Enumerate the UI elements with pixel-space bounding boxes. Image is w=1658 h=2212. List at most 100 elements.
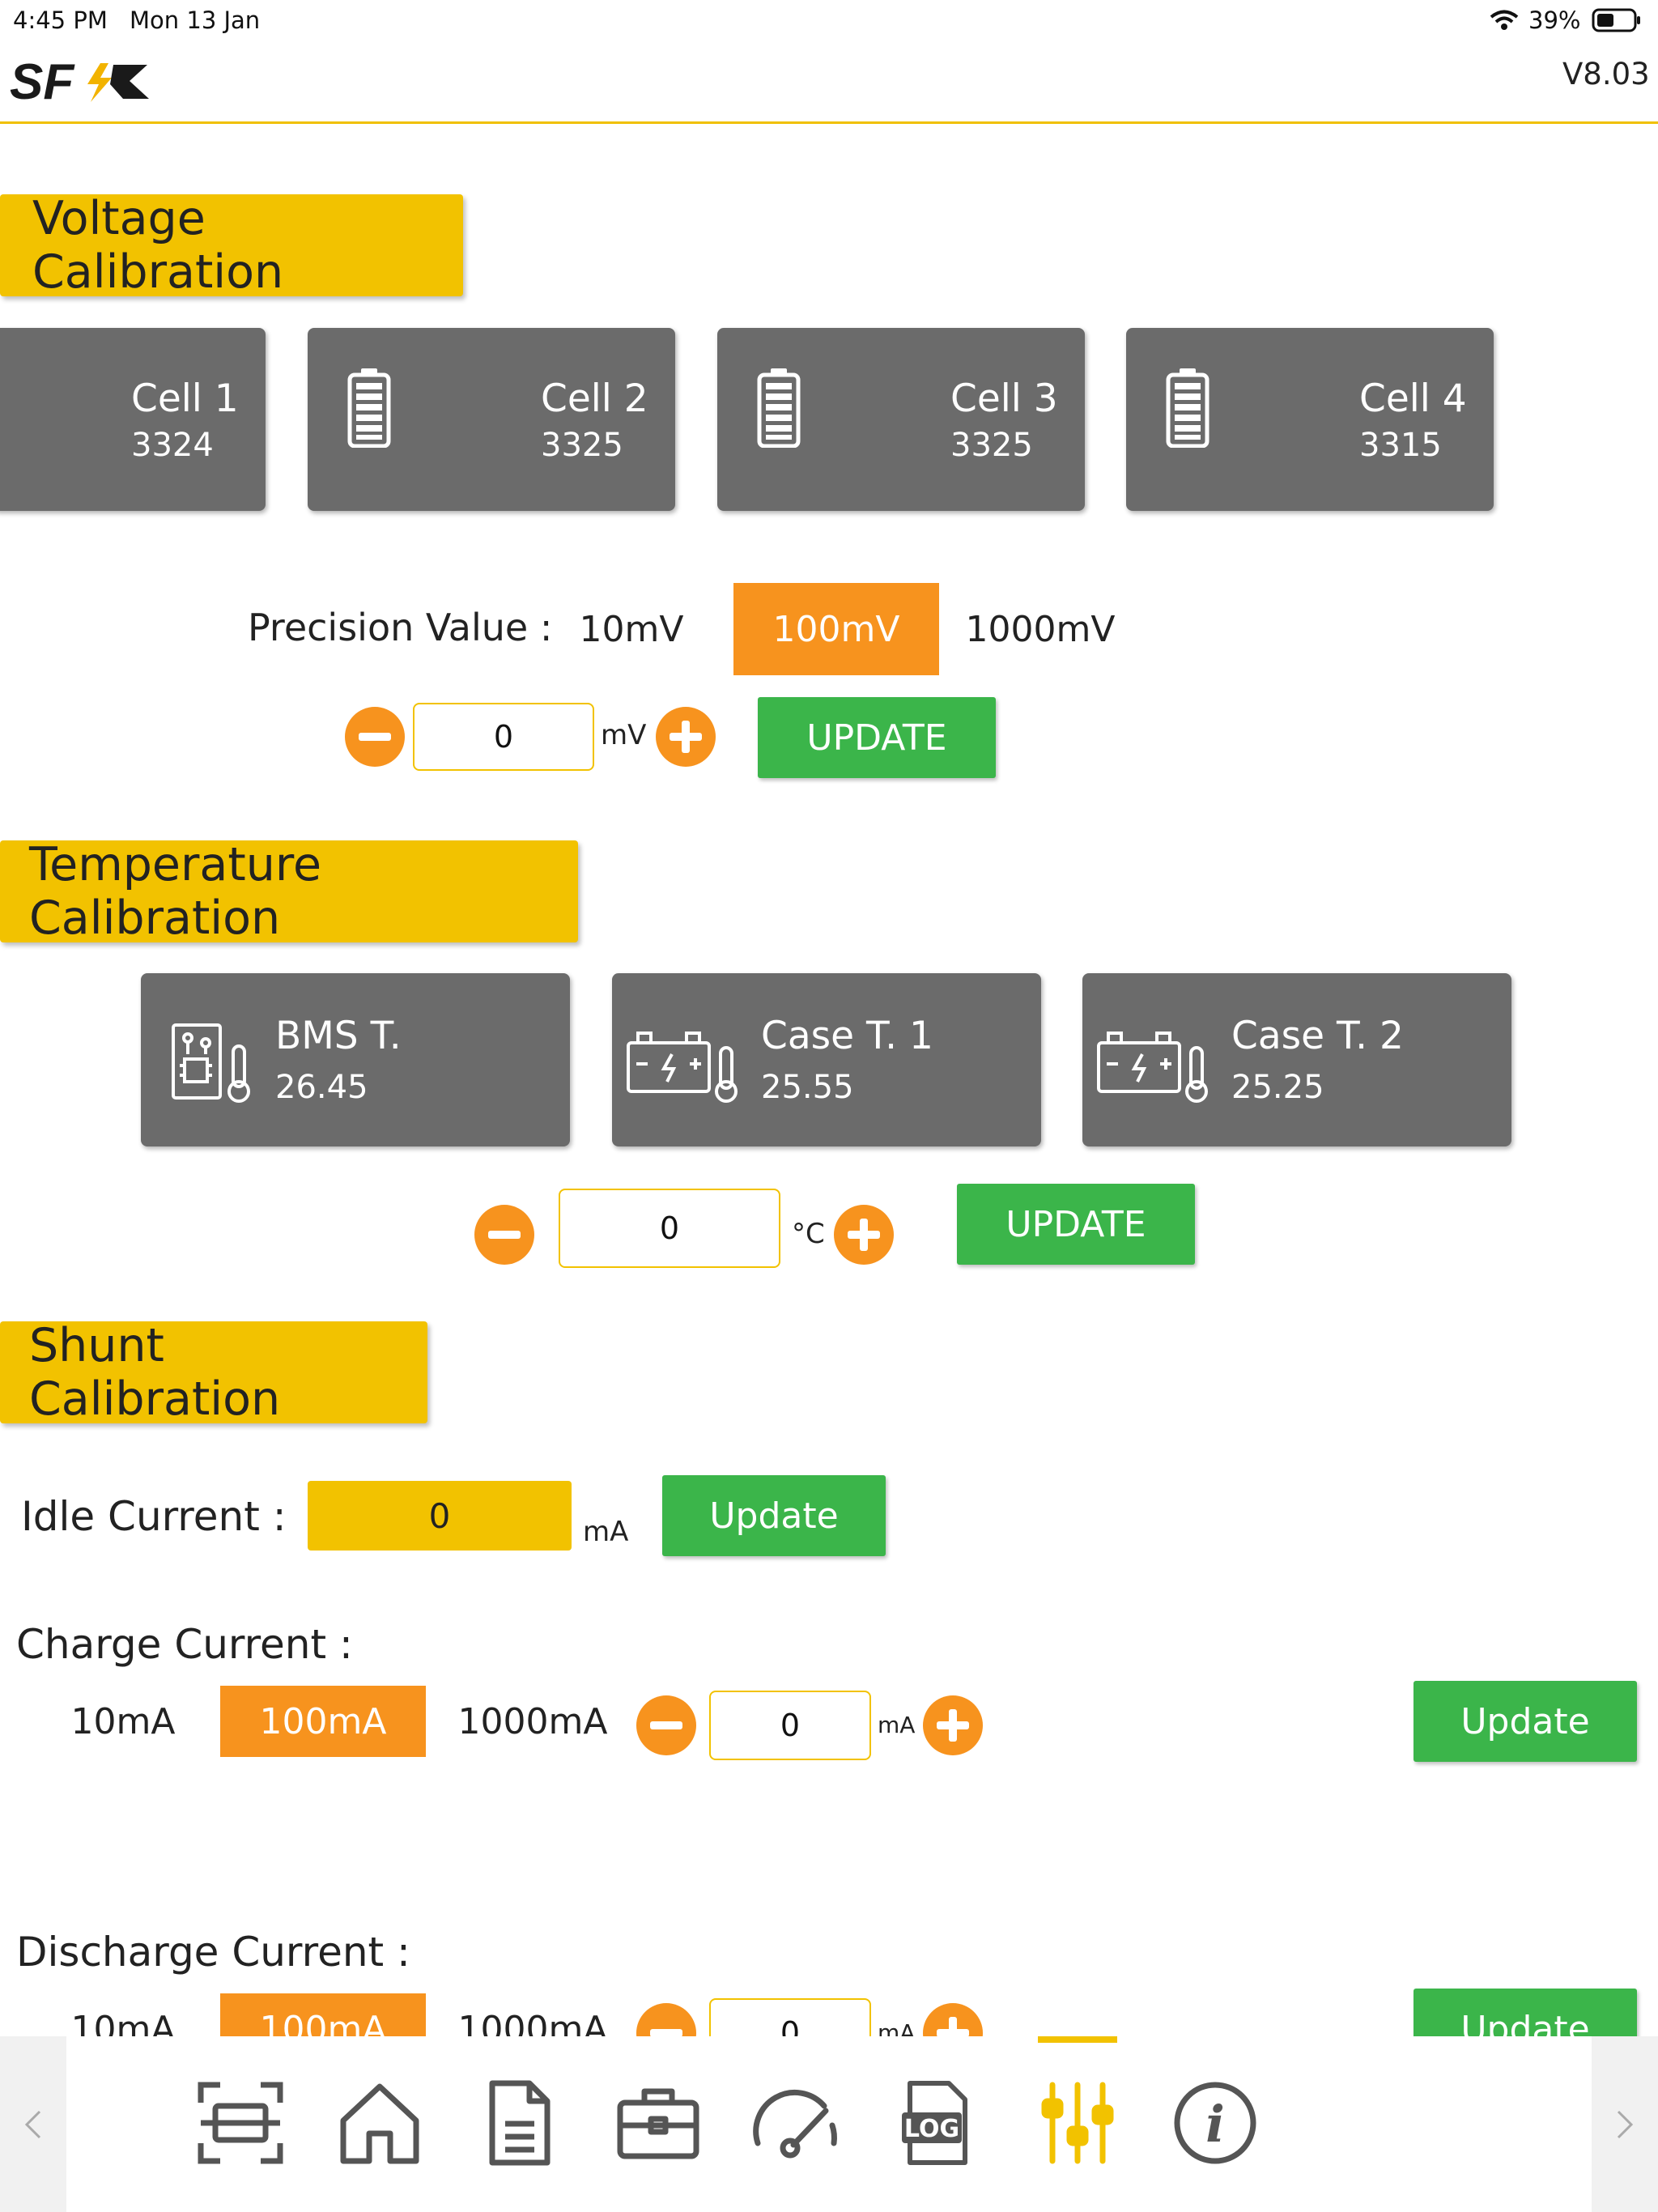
temp-unit: °C bbox=[792, 1218, 825, 1250]
plus-icon bbox=[670, 721, 702, 753]
precision-10mv[interactable]: 10mV bbox=[579, 608, 684, 650]
discharge-precision-1000ma[interactable]: 1000mA bbox=[457, 2008, 608, 2037]
voltage-calibration-title: Voltage Calibration bbox=[0, 192, 463, 299]
circuit-thermometer-icon bbox=[168, 1019, 257, 1111]
voltage-unit: mV bbox=[601, 719, 647, 751]
plus-icon bbox=[848, 1219, 880, 1251]
cell-name: Cell 3 bbox=[950, 376, 1058, 421]
cell-voltage: 3325 bbox=[950, 427, 1033, 464]
gauge-icon[interactable] bbox=[751, 2078, 840, 2167]
voltage-offset-input[interactable] bbox=[413, 703, 594, 771]
voltage-update-button[interactable]: UPDATE bbox=[758, 697, 996, 778]
charge-precision-10ma[interactable]: 10mA bbox=[70, 1700, 176, 1742]
cell-voltage: 3315 bbox=[1359, 427, 1442, 464]
cell-voltage: 3324 bbox=[131, 427, 214, 464]
discharge-precision-10ma[interactable]: 10mA bbox=[70, 2008, 176, 2037]
scan-icon[interactable] bbox=[196, 2078, 285, 2167]
minus-icon bbox=[650, 1721, 682, 1729]
sensor-name: BMS T. bbox=[275, 1014, 402, 1058]
log-icon-text: LOG bbox=[904, 2115, 959, 2143]
discharge-increment-button[interactable] bbox=[923, 2003, 983, 2036]
discharge-row: 10mA 100mA 1000mA mA Update bbox=[0, 1984, 1658, 2036]
discharge-precision-100ma[interactable]: 100mA bbox=[220, 1993, 426, 2036]
sfk-logo: SF bbox=[10, 54, 155, 110]
log-icon[interactable]: LOG bbox=[892, 2078, 981, 2167]
temperature-calibration-title: Temperature Calibration bbox=[0, 838, 578, 945]
cell-card-4[interactable]: Cell 4 3315 bbox=[1126, 328, 1494, 511]
temp-card-case-1[interactable]: Case T. 1 25.55 bbox=[612, 973, 1041, 1146]
sensor-name: Case T. 1 bbox=[761, 1014, 933, 1058]
battery-icon bbox=[756, 367, 801, 451]
charge-update-button[interactable]: Update bbox=[1414, 1681, 1637, 1762]
temp-update-button[interactable]: UPDATE bbox=[957, 1184, 1195, 1265]
charge-increment-button[interactable] bbox=[923, 1695, 983, 1755]
wifi-icon bbox=[1490, 10, 1519, 31]
temp-offset-input[interactable] bbox=[559, 1189, 780, 1268]
battery-percent: 39% bbox=[1528, 6, 1581, 34]
nav-next-button[interactable] bbox=[1592, 2036, 1658, 2212]
cell-card-1[interactable]: Cell 1 3324 bbox=[0, 328, 266, 511]
info-icon-text: i bbox=[1205, 2095, 1225, 2154]
chevron-right-icon bbox=[1617, 2110, 1634, 2138]
chevron-left-icon bbox=[24, 2110, 41, 2138]
temp-increment-button[interactable] bbox=[834, 1205, 894, 1265]
charge-offset-input[interactable] bbox=[709, 1691, 871, 1760]
minus-icon bbox=[650, 2029, 682, 2036]
charge-precision-100ma[interactable]: 100mA bbox=[220, 1686, 426, 1757]
cell-card-2[interactable]: Cell 2 3325 bbox=[308, 328, 675, 511]
shunt-calibration-title: Shunt Calibration bbox=[0, 1319, 427, 1426]
battery-icon bbox=[1165, 367, 1210, 451]
temp-card-bms[interactable]: BMS T. 26.45 bbox=[141, 973, 570, 1146]
battery-icon bbox=[346, 367, 392, 451]
cell-name: Cell 4 bbox=[1359, 376, 1467, 421]
discharge-unit: mA bbox=[878, 2019, 916, 2036]
discharge-decrement-button[interactable] bbox=[636, 2003, 696, 2036]
battery-thermometer-icon bbox=[625, 1023, 746, 1108]
toolbox-icon[interactable] bbox=[614, 2078, 703, 2167]
discharge-update-button[interactable]: Update bbox=[1414, 1989, 1637, 2036]
active-tab-indicator bbox=[1038, 2036, 1117, 2043]
document-icon[interactable] bbox=[474, 2078, 563, 2167]
temp-card-case-2[interactable]: Case T. 2 25.25 bbox=[1082, 973, 1511, 1146]
minus-icon bbox=[488, 1231, 521, 1239]
discharge-current-label: Discharge Current : bbox=[16, 1929, 410, 1976]
nav-prev-button[interactable] bbox=[0, 2036, 66, 2212]
app-version: V8.03 bbox=[1562, 57, 1650, 91]
discharge-offset-input[interactable] bbox=[709, 1998, 871, 2036]
battery-thermometer-icon bbox=[1095, 1023, 1217, 1108]
sensor-temp: 25.25 bbox=[1231, 1069, 1324, 1106]
cell-name: Cell 2 bbox=[541, 376, 648, 421]
charge-decrement-button[interactable] bbox=[636, 1695, 696, 1755]
charge-precision-1000ma[interactable]: 1000mA bbox=[457, 1700, 608, 1742]
sensor-temp: 25.55 bbox=[761, 1069, 854, 1106]
bottom-nav: LOG i bbox=[0, 2036, 1658, 2212]
voltage-increment-button[interactable] bbox=[656, 707, 716, 767]
plus-icon bbox=[937, 1709, 969, 1742]
charge-unit: mA bbox=[878, 1712, 916, 1738]
cell-card-3[interactable]: Cell 3 3325 bbox=[717, 328, 1085, 511]
voltage-decrement-button[interactable] bbox=[345, 707, 405, 767]
minus-icon bbox=[359, 733, 391, 741]
precision-label: Precision Value : bbox=[248, 606, 553, 649]
idle-update-button[interactable]: Update bbox=[662, 1475, 886, 1556]
temp-decrement-button[interactable] bbox=[474, 1205, 534, 1265]
info-icon[interactable]: i bbox=[1171, 2078, 1260, 2167]
idle-unit: mA bbox=[583, 1516, 629, 1548]
status-date: Mon 13 Jan bbox=[130, 6, 261, 34]
precision-100mv[interactable]: 100mV bbox=[733, 583, 939, 675]
charge-current-label: Charge Current : bbox=[16, 1621, 353, 1668]
idle-current-input[interactable]: 0 bbox=[308, 1481, 572, 1551]
sensor-name: Case T. 2 bbox=[1231, 1014, 1404, 1058]
cell-voltage: 3325 bbox=[541, 427, 623, 464]
precision-1000mv[interactable]: 1000mV bbox=[965, 608, 1116, 650]
settings-sliders-icon[interactable] bbox=[1033, 2078, 1122, 2167]
battery-status-icon bbox=[1592, 8, 1642, 32]
sensor-temp: 26.45 bbox=[275, 1069, 368, 1106]
cell-name: Cell 1 bbox=[131, 376, 239, 421]
svg-text:SF: SF bbox=[10, 57, 75, 105]
idle-current-label: Idle Current : bbox=[21, 1493, 287, 1540]
home-icon[interactable] bbox=[335, 2078, 424, 2167]
header-divider bbox=[0, 121, 1658, 124]
plus-icon bbox=[937, 2017, 969, 2036]
status-time: 4:45 PM bbox=[13, 6, 108, 34]
